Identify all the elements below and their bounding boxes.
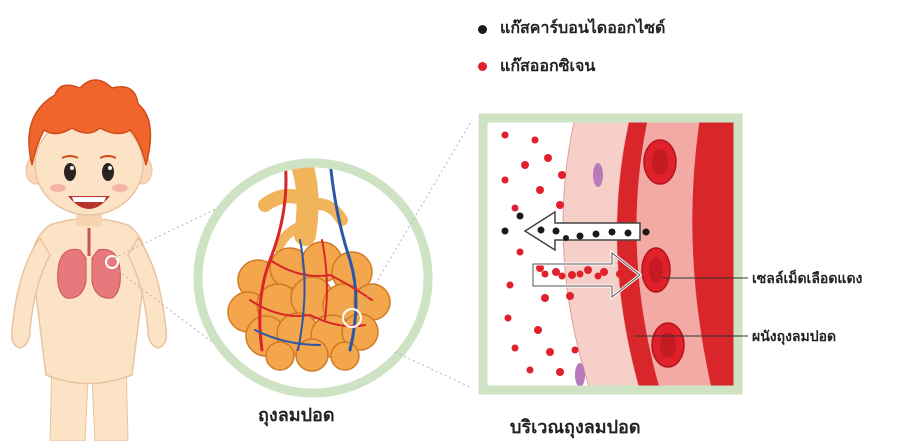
co2-legend-label: แก๊สคาร์บอนไดออกไซด์: [500, 16, 665, 41]
alveoli-caption: ถุงลมปอด: [258, 400, 335, 429]
oxygen-legend-label: แก๊สออกซิเจน: [500, 54, 595, 79]
alveolar-region-caption: บริเวณถุงลมปอด: [510, 412, 641, 441]
alveoli-illustration: [198, 160, 428, 393]
child-figure: [12, 80, 167, 441]
red-blood-cell-label: เซลล์เม็ดเลือดแดง: [752, 268, 912, 290]
co2-legend-dot: [478, 25, 487, 34]
alveolar-wall-label: ผนังถุงลมปอด: [752, 326, 836, 348]
oxygen-legend-dot: [478, 62, 487, 71]
alveolar-region-illustration: [483, 118, 738, 390]
